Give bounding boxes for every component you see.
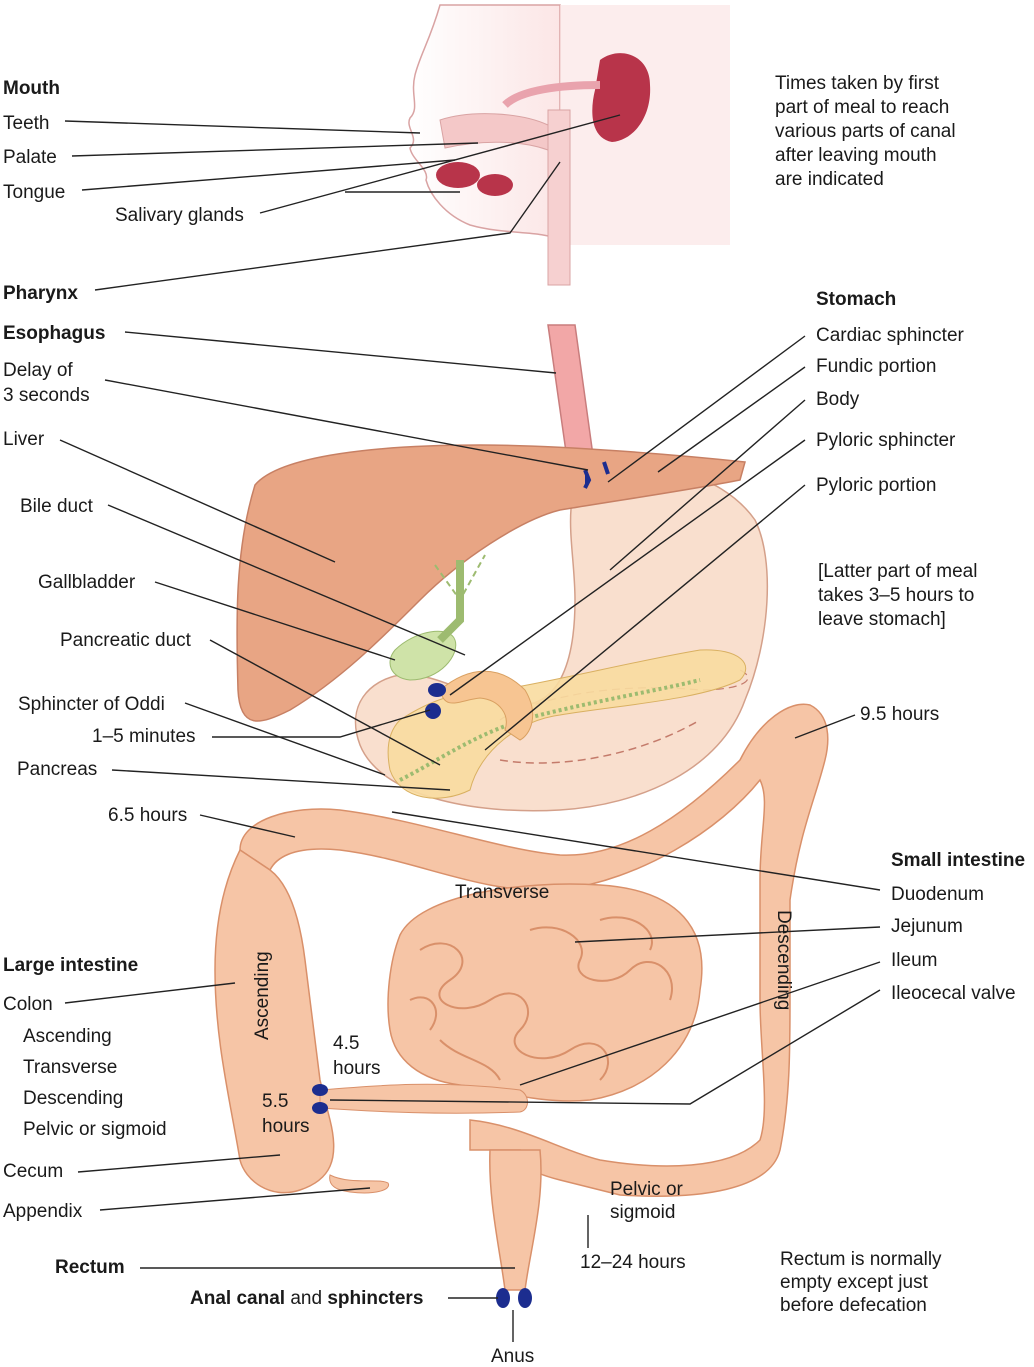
bile-duct-path [437,560,464,643]
one-five-minutes-label: 1–5 minutes [92,726,196,747]
pyloric-sphincter-mark [602,461,610,475]
rectum-note-line1: Rectum is normally [780,1249,942,1270]
parotid-gland [592,53,651,142]
four-five-hours: hours [333,1058,381,1079]
pyloric-sphincter-label: Pyloric sphincter [816,430,956,451]
leader-lines [59,114,881,1342]
bile-duct-label: Bile duct [20,496,93,517]
salivary-glands-label: Salivary glands [115,205,244,226]
liver-shape [236,444,746,722]
times-note-line1: Times taken by first [775,73,940,94]
times-note-line5: are indicated [775,169,884,190]
sphincter-of-oddi-label: Sphincter of Oddi [18,694,165,715]
submandibular-gland [477,174,513,196]
esophagus-heading: Esophagus [3,323,106,344]
ascending-inline-label: Ascending [252,951,273,1040]
pancreas-shape [387,649,747,799]
five-five-value: 5.5 [262,1091,289,1112]
palate-label: Palate [3,147,57,168]
colon-label: Colon [3,994,53,1015]
rectum-heading: Rectum [55,1257,125,1278]
colon-ascending-label: Ascending [23,1026,112,1047]
colon-descending-label: Descending [23,1088,124,1109]
oddi-sphincter-lower [425,703,441,719]
liver-label: Liver [3,429,45,450]
jejunum-label: Jejunum [891,916,963,937]
ileum-label: Ileum [891,950,938,971]
sigmoid-inline: sigmoid [610,1202,676,1223]
transverse-inline-label: Transverse [455,882,549,903]
and-text: and [285,1288,328,1309]
pancreas-label: Pancreas [17,759,98,780]
duodenum-label: Duodenum [891,884,984,905]
colon-pelvic-label: Pelvic or sigmoid [23,1119,167,1140]
parotid-duct [502,81,601,109]
gallbladder-label: Gallbladder [38,572,136,593]
transverse-colon [239,703,829,1197]
twelve-hours-label: 12–24 hours [580,1252,686,1273]
anus-label: Anus [491,1346,535,1367]
ileocecal-valve-upper [312,1084,328,1096]
small-intestine-heading: Small intestine [891,850,1026,871]
anal-sphincter-right [518,1288,532,1308]
anal-sphincter-left [496,1288,510,1308]
times-note-line2: part of meal to reach [775,97,950,118]
rectum-note-line3: before defecation [780,1295,927,1316]
rectum-note-line2: empty except just [780,1272,928,1293]
ileum-terminal [319,1083,528,1114]
times-note-line4: after leaving mouth [775,145,937,166]
pancreatic-duct-path [399,678,701,782]
ascending-colon [214,848,335,1194]
tongue-label: Tongue [3,182,66,203]
anal-canal-text: Anal canal [190,1288,286,1309]
six-five-hours-label: 6.5 hours [108,805,188,826]
pelvic-or-inline: Pelvic or [610,1179,683,1200]
teeth-label: Teeth [3,113,50,134]
delay-label-line2: 3 seconds [3,385,90,406]
fundic-portion-label: Fundic portion [816,356,937,377]
rectum-shape [489,1149,542,1291]
pharynx-heading: Pharynx [3,283,78,304]
latter-note-line2: takes 3–5 hours to [818,585,975,606]
body-label: Body [816,389,860,410]
four-five-value: 4.5 [333,1033,360,1054]
descending-inline-label: Descending [773,910,794,1010]
latter-note-line3: leave stomach] [818,609,946,630]
times-note-line3: various parts of canal [775,121,956,142]
stomach-heading: Stomach [816,289,897,310]
pyloric-portion-label: Pyloric portion [816,475,937,496]
pancreatic-duct-label: Pancreatic duct [60,630,191,651]
anal-canal-label: Anal canal and sphincters [190,1287,423,1310]
sphincters-text: sphincters [327,1288,424,1309]
cecum-label: Cecum [3,1161,64,1182]
cardiac-sphincter-mark [583,469,592,489]
pharynx-tube [547,109,571,286]
ileocecal-valve-label: Ileocecal valve [891,983,1016,1004]
mouth-heading: Mouth [3,78,60,99]
appendix-shape [329,1174,390,1194]
nine-five-hours-label: 9.5 hours [860,704,940,725]
oddi-sphincter-upper [428,683,446,697]
delay-label-line1: Delay of [3,360,73,381]
large-intestine-heading: Large intestine [3,955,139,976]
ileocecal-valve-lower [312,1102,328,1114]
cardiac-sphincter-label: Cardiac sphincter [816,325,964,346]
small-intestine-coils [409,916,673,1081]
latter-note-line1: [Latter part of meal [818,561,978,582]
sublingual-gland [436,162,480,188]
head-shade [560,5,730,245]
hepatic-duct-dashed [434,554,486,602]
appendix-label: Appendix [3,1201,83,1222]
small-intestine-mass [387,883,703,1102]
colon-transverse-label: Transverse [23,1057,118,1078]
duodenum-shape [439,670,534,741]
five-five-hours: hours [262,1116,310,1137]
